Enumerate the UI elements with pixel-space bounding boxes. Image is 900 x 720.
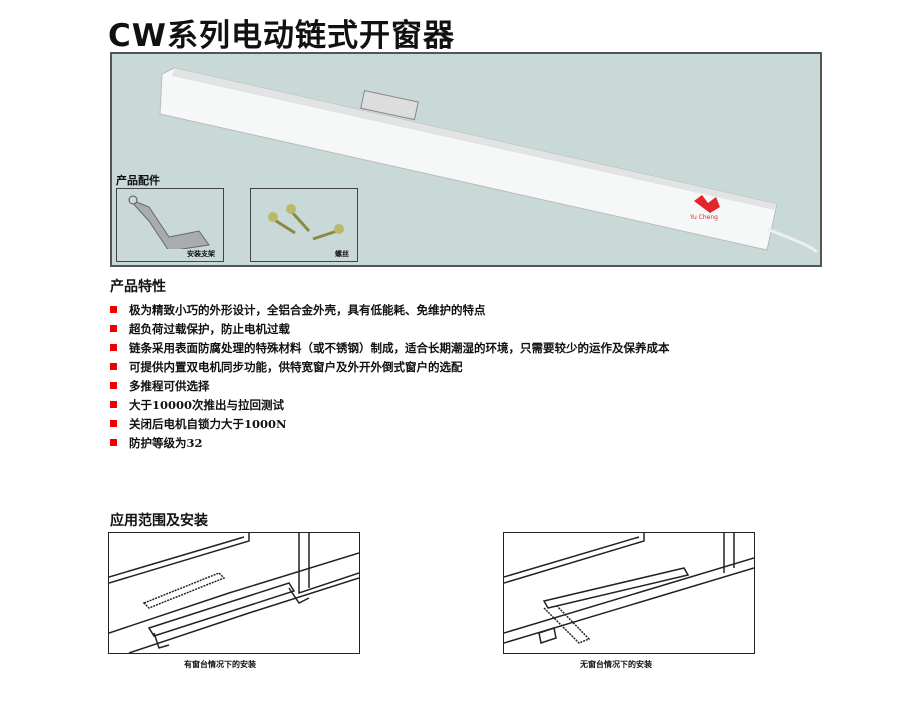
page-title: CW系列电动链式开窗器 [108,18,455,54]
features-heading: 产品特性 [110,279,166,295]
bullet-icon [110,325,117,332]
list-item: 关闭后电机自锁力大于1000N [110,414,670,433]
screws-icon [268,204,344,241]
feature-text: 大于10000次推出与拉回测试 [129,397,285,412]
feature-text: 防护等级为32 [129,435,203,450]
list-item: 极为精致小巧的外形设计，全铝合金外壳，具有低能耗、免维护的特点 [110,300,670,319]
list-item: 防护等级为32 [110,433,670,452]
bullet-icon [110,363,117,370]
product-photo: Yu Cheng 产品配件 安装支架 螺丝 [110,52,822,267]
list-item: 链条采用表面防腐处理的特殊材料（或不锈钢）制成，适合长期潮湿的环境，只需要较少的… [110,338,670,357]
accessories-title: 产品配件 [116,174,160,187]
list-item: 超负荷过载保护，防止电机过载 [110,319,670,338]
bullet-icon [110,306,117,313]
installation-diagram [109,533,359,653]
bullet-icon [110,401,117,408]
diagram-without-sill [503,532,755,654]
feature-text: 极为精致小巧的外形设计，全铝合金外壳，具有低能耗、免维护的特点 [129,302,486,317]
accessory-label: 安装支架 [187,250,215,258]
logo-text: Yu Cheng [689,214,718,221]
accessory-bracket: 安装支架 [116,188,224,262]
feature-text: 关闭后电机自锁力大于1000N [129,416,287,431]
features-list: 极为精致小巧的外形设计，全铝合金外壳，具有低能耗、免维护的特点 超负荷过载保护，… [110,300,670,452]
bracket-icon [128,195,210,252]
feature-text: 超负荷过载保护，防止电机过载 [129,321,290,336]
list-item: 多推程可供选择 [110,376,670,395]
list-item: 大于10000次推出与拉回测试 [110,395,670,414]
list-item: 可提供内置双电机同步功能，供特宽窗户及外开外倒式窗户的选配 [110,357,670,376]
actuator-image: Yu Cheng [159,67,818,254]
caption-with-sill: 有窗台情况下的安装 [184,660,256,669]
bullet-icon [110,382,117,389]
accessory-screws: 螺丝 [250,188,358,262]
bullet-icon [110,344,117,351]
diagram-with-sill [108,532,360,654]
caption-without-sill: 无窗台情况下的安装 [580,660,652,669]
application-heading: 应用范围及安装 [110,513,208,529]
feature-text: 链条采用表面防腐处理的特殊材料（或不锈钢）制成，适合长期潮湿的环境，只需要较少的… [129,340,670,355]
feature-text: 可提供内置双电机同步功能，供特宽窗户及外开外倒式窗户的选配 [129,359,463,374]
bullet-icon [110,420,117,427]
accessory-label: 螺丝 [335,250,349,258]
bullet-icon [110,439,117,446]
feature-text: 多推程可供选择 [129,378,210,393]
installation-diagram [504,533,754,644]
logo-icon: Yu Cheng [689,195,720,221]
